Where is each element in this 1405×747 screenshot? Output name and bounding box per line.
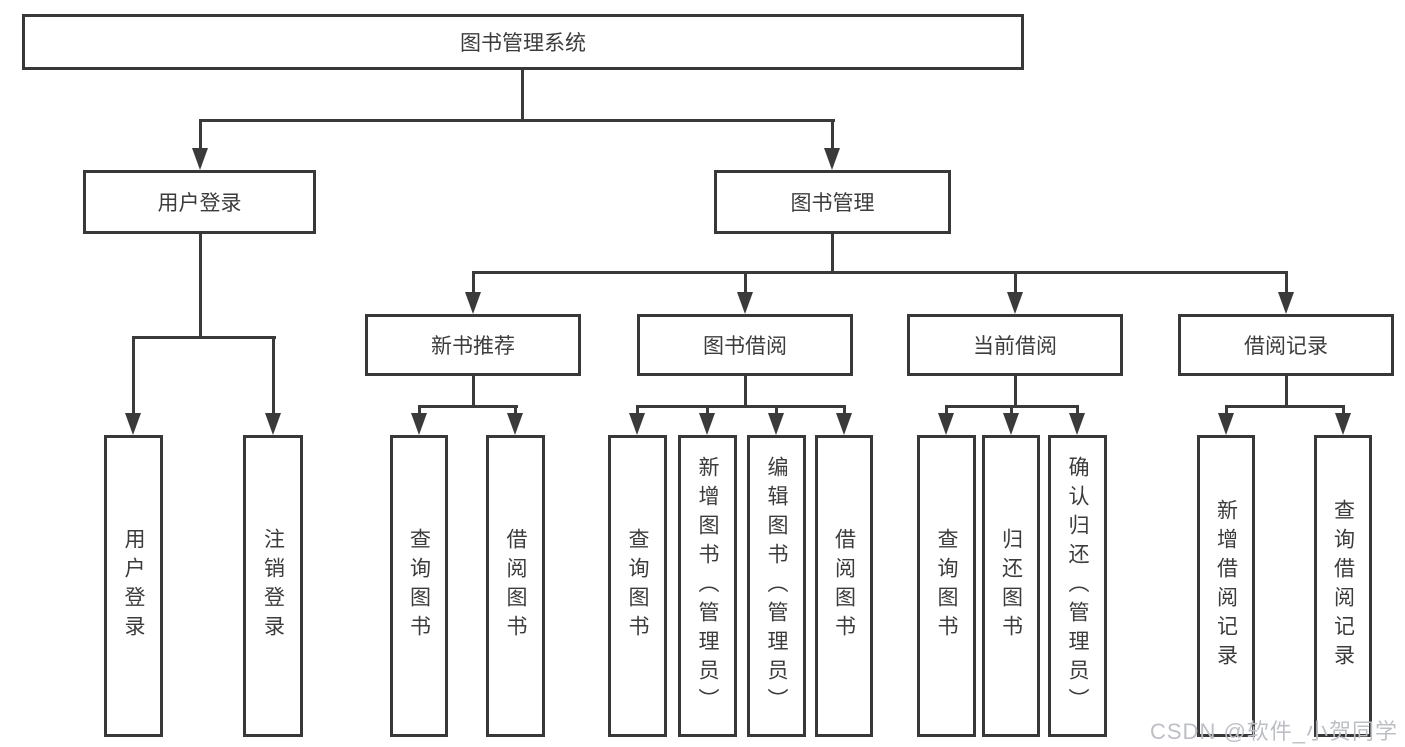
node-label: 新增借阅记录 [1214,499,1238,673]
connector-line [1342,405,1345,417]
connector-line [199,119,202,151]
node-book-management: 图书管理 [714,170,951,234]
connector-line [706,405,709,417]
arrow-down-icon [1218,413,1234,435]
arrow-down-icon [192,148,208,170]
connector-line [843,405,846,417]
arrow-down-icon [938,413,954,435]
connector-line [132,336,276,339]
node-label: 查询图书 [626,528,649,644]
connector-line [521,70,524,120]
arrow-down-icon [768,413,784,435]
node-label: 用户登录 [122,528,145,644]
connector-line [945,405,948,417]
node-leaf-query-borrow-record: 查询借阅记录 [1314,435,1372,737]
node-leaf-query-books-current: 查询图书 [917,435,976,737]
connector-line [199,234,202,338]
arrow-down-icon [1003,413,1019,435]
arrow-down-icon [737,292,753,314]
connector-line [831,119,834,151]
connector-line [472,271,475,295]
connector-line [636,405,846,408]
node-current-borrowing: 当前借阅 [907,314,1123,376]
arrow-down-icon [699,413,715,435]
connector-line [744,376,747,408]
connector-line [472,376,475,408]
node-label: 确认归还（管理员） [1066,455,1089,717]
node-label: 当前借阅 [973,335,1057,358]
connector-line [418,405,421,417]
node-leaf-add-borrow-record: 新增借阅记录 [1197,435,1255,737]
arrow-down-icon [1007,292,1023,314]
connector-line [1010,405,1013,417]
node-leaf-borrow-books-recommend: 借阅图书 [486,435,545,737]
connector-line [775,405,778,417]
node-label: 图书管理系统 [460,32,586,55]
node-label: 用户登录 [157,192,242,215]
connector-line [132,336,135,416]
node-label: 借阅记录 [1244,335,1328,358]
node-label: 注销登录 [261,528,285,644]
arrow-down-icon [824,148,840,170]
arrow-down-icon [507,413,523,435]
node-borrowing-records: 借阅记录 [1178,314,1394,376]
node-label: 查询借阅记录 [1331,499,1355,673]
node-leaf-query-books-borrowing: 查询图书 [608,435,667,737]
connector-line [272,336,275,416]
csdn-watermark: CSDN @软件_小贺同学 [1150,719,1399,744]
node-leaf-confirm-return-admin: 确认归还（管理员） [1048,435,1107,737]
arrow-down-icon [836,413,852,435]
connector-line [744,271,747,295]
arrow-down-icon [1335,413,1351,435]
node-leaf-edit-books-admin: 编辑图书（管理员） [747,435,806,737]
connector-line [1285,271,1288,295]
node-leaf-logout: 注销登录 [243,435,303,737]
node-label: 借阅图书 [832,528,856,644]
arrow-down-icon [125,413,141,435]
connector-line [418,405,518,408]
node-user-login: 用户登录 [83,170,316,234]
node-label: 编辑图书（管理员） [765,455,788,717]
node-leaf-return-books: 归还图书 [982,435,1040,737]
connector-line [472,271,1288,274]
arrow-down-icon [629,413,645,435]
arrow-down-icon [465,292,481,314]
node-label: 归还图书 [999,528,1023,644]
node-label: 图书管理 [790,192,875,215]
arrow-down-icon [1278,292,1294,314]
node-leaf-user-login: 用户登录 [104,435,163,737]
connector-line [1225,405,1228,417]
connector-line [1014,271,1017,295]
node-leaf-add-books-admin: 新增图书（管理员） [678,435,737,737]
arrow-down-icon [265,413,281,435]
node-label: 新增图书（管理员） [696,455,719,717]
connector-line [514,405,517,417]
node-label: 查询图书 [935,528,958,644]
node-root-system: 图书管理系统 [22,14,1024,70]
arrow-down-icon [411,413,427,435]
node-book-borrowing: 图书借阅 [637,314,853,376]
connector-line [1285,376,1288,408]
node-new-book-recommend: 新书推荐 [365,314,581,376]
connector-line [199,119,835,122]
node-leaf-borrow-books-borrowing: 借阅图书 [815,435,873,737]
connector-line [1225,405,1345,408]
node-label: 查询图书 [407,528,431,644]
node-label: 图书借阅 [703,335,787,358]
node-label: 借阅图书 [504,528,527,644]
connector-line [1076,405,1079,417]
connector-line [636,405,639,417]
connector-line [1014,376,1017,408]
node-label: 新书推荐 [431,335,515,358]
arrow-down-icon [1069,413,1085,435]
connector-line [831,234,834,274]
node-leaf-query-books-recommend: 查询图书 [390,435,448,737]
